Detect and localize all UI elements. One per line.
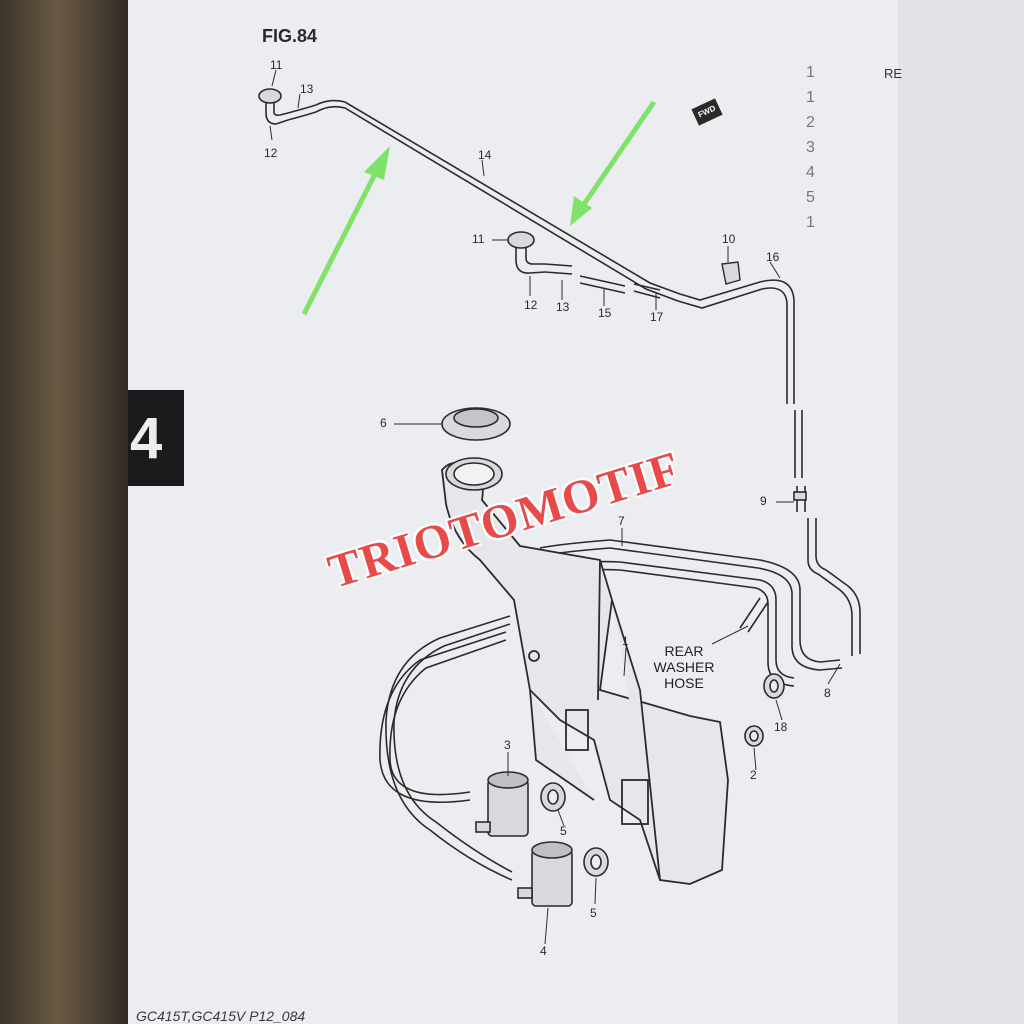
rear-washer-hose-label: REAR WASHER HOSE (648, 643, 720, 691)
grommet-18 (763, 673, 785, 699)
callout-13-top: 13 (300, 82, 314, 96)
next-page-edge (898, 0, 1024, 1024)
callout-18: 18 (774, 720, 788, 734)
tank-cap-6 (441, 407, 511, 441)
callout-10: 10 (722, 232, 736, 246)
callout-1: 1 (622, 634, 629, 648)
callout-8: 8 (824, 686, 831, 700)
callout-3: 3 (504, 738, 511, 752)
grommet-2 (744, 725, 764, 747)
ref-value: 1 (806, 64, 815, 81)
ref-column: 1 1 2 3 4 5 1 (806, 60, 906, 235)
figure-footer-code: GC415T,GC415V P12_084 (136, 1008, 306, 1024)
ref-value: 5 (806, 189, 815, 206)
callout-7: 7 (618, 514, 625, 528)
washer-pump-3 (475, 771, 529, 837)
callout-5-lower: 5 (590, 906, 597, 920)
ref-value: 1 (806, 89, 815, 106)
ref-value: 4 (806, 164, 815, 181)
leader-lines (269, 69, 841, 945)
callout-15: 15 (598, 306, 612, 320)
callout-11-middle: 11 (472, 232, 485, 246)
ref-value: 1 (806, 214, 815, 231)
filler-neck (445, 457, 503, 491)
nozzle-assembly-top (258, 88, 317, 125)
callout-9: 9 (760, 494, 767, 508)
ref-value: 3 (806, 139, 815, 156)
rear-label-line: WASHER (653, 659, 715, 675)
grommet-5a (540, 782, 566, 812)
section-tab: 4 (128, 390, 184, 486)
ref-column-header: RE (884, 66, 903, 81)
callout-14: 14 (478, 148, 492, 162)
highlight-arrows (301, 100, 657, 316)
callout-6: 6 (380, 416, 387, 430)
washer-pump-4 (517, 841, 573, 907)
rear-label-line: HOSE (664, 675, 704, 691)
hose-loops-left (379, 615, 513, 881)
nozzle-assembly-middle (507, 231, 661, 299)
grommet-5b (583, 847, 609, 877)
callout-4: 4 (540, 944, 547, 958)
hose-14 (315, 99, 681, 302)
callout-13-middle: 13 (556, 300, 570, 314)
callout-16: 16 (766, 250, 780, 264)
callout-17: 17 (650, 310, 664, 324)
callout-12-middle: 12 (524, 298, 538, 312)
ref-value: 2 (806, 114, 815, 131)
figure-title: FIG.84 (262, 26, 318, 46)
catalog-page (128, 0, 898, 1024)
hose-16 (677, 279, 807, 512)
callout-5-upper: 5 (560, 824, 567, 838)
callout-2: 2 (750, 768, 757, 782)
binder-edge (0, 0, 130, 1024)
callout-11-top: 11 (270, 58, 283, 72)
rear-label-line: REAR (664, 643, 704, 659)
clip-10 (721, 261, 741, 285)
callout-12-top: 12 (264, 146, 278, 160)
